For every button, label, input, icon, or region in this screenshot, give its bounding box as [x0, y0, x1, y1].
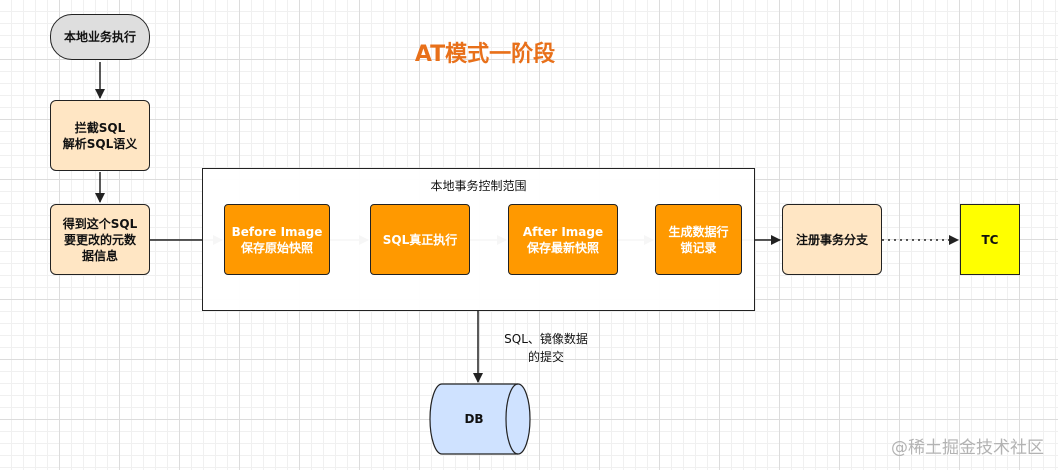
node-before-image: Before Image 保存原始快照: [224, 204, 330, 275]
db-cylinder: [429, 383, 531, 455]
node-metadata: 得到这个SQL 要更改的元数 据信息: [50, 204, 150, 275]
node-after-image: After Image 保存最新快照: [508, 204, 618, 275]
local-transaction-scope-label: 本地事务控制范围: [430, 179, 527, 193]
node-register-branch: 注册事务分支: [782, 204, 882, 275]
node-tc: TC: [960, 204, 1020, 275]
node-intercept-sql: 拦截SQL 解析SQL语义: [50, 100, 150, 171]
node-db-label: DB: [464, 412, 484, 426]
node-sql-exec: SQL真正执行: [370, 204, 470, 275]
diagram-title: AT模式一阶段: [414, 42, 556, 67]
node-start: 本地业务执行: [50, 14, 150, 60]
watermark: @稀土掘金技术社区: [891, 438, 1044, 458]
node-row-lock: 生成数据行 锁记录: [655, 204, 742, 275]
edge-label-commit: SQL、镜像数据 的提交: [504, 332, 588, 364]
